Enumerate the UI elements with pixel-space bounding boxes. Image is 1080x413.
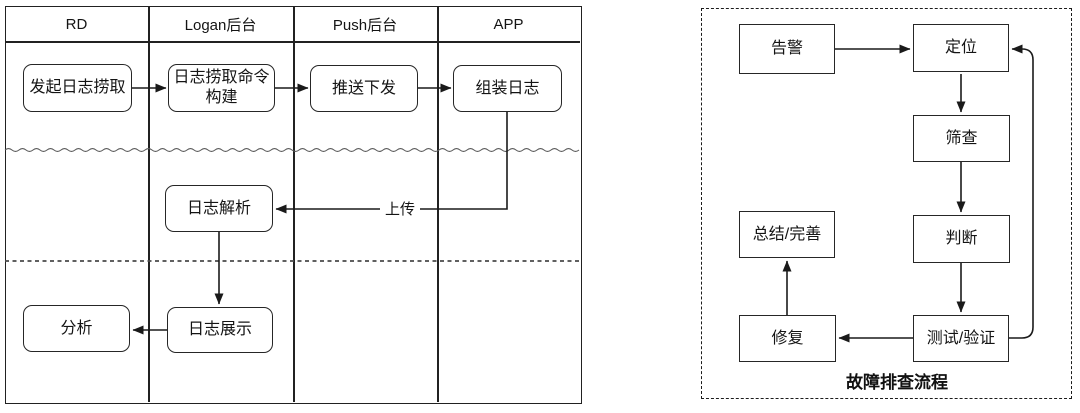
node-locate: 定位 [913,24,1009,72]
lane-divider-2 [293,6,295,402]
lane-header-app: APP [493,15,524,33]
swimlane-header-divider [5,41,580,43]
troubleshoot-caption: 故障排查流程 [846,373,948,392]
lane-divider-1 [148,6,150,402]
node-screen: 筛查 [913,115,1010,162]
node-test-verify: 测试/验证 [913,315,1009,362]
node-log-parse: 日志解析 [165,185,273,232]
node-assemble-log: 组装日志 [453,65,562,112]
node-push-deliver: 推送下发 [310,65,418,112]
lane-header-rd: RD [65,15,88,33]
arrow-assemble-to-parse-upload [275,112,508,214]
node-log-display: 日志展示 [167,307,273,353]
wavy-separator [4,148,580,152]
lane-divider-3 [437,6,439,402]
node-analyze: 分析 [23,305,130,352]
node-log-fetch-command-build: 日志捞取命令构建 [168,64,275,112]
lane-header-logan: Logan后台 [184,16,257,34]
node-fix: 修复 [739,315,836,362]
troubleshoot-frame [701,8,1072,399]
node-alert: 告警 [739,24,835,74]
arrow-test-loop-to-locate [1009,44,1034,339]
node-summary-improve: 总结/完善 [739,211,835,258]
edge-label-upload: 上传 [380,201,420,218]
node-judge: 判断 [913,215,1010,263]
node-initiate-log-fetch: 发起日志捞取 [23,64,132,112]
lane-header-push: Push后台 [332,16,398,34]
